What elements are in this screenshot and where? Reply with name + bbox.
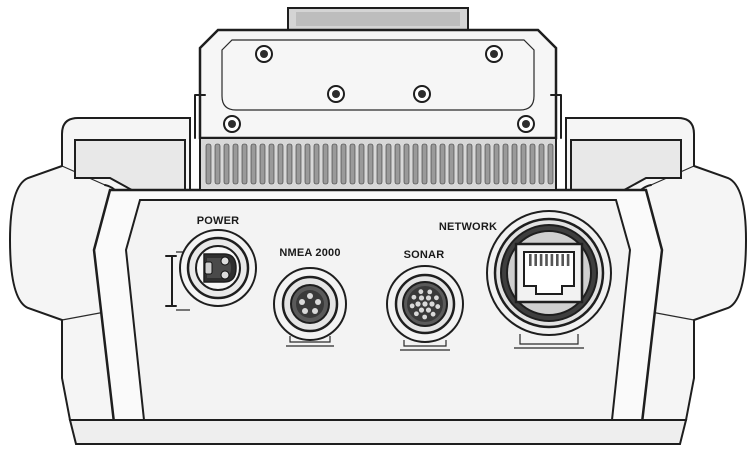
cooling-fin bbox=[466, 143, 473, 185]
nmea-connector-icon bbox=[273, 267, 347, 347]
sonar-connector-icon bbox=[386, 265, 464, 351]
cooling-fin bbox=[412, 143, 419, 185]
sonar-pin bbox=[435, 304, 441, 309]
cooling-fin bbox=[205, 143, 212, 185]
cooling-fin bbox=[304, 143, 311, 185]
cooling-fin bbox=[295, 143, 302, 185]
sonar-pin bbox=[409, 303, 415, 309]
sonar-port: SONAR bbox=[386, 249, 464, 351]
cooling-fin bbox=[430, 143, 437, 185]
cooling-fin bbox=[277, 143, 284, 185]
screw-icon bbox=[255, 45, 273, 63]
nmea2000-port: NMEA 2000 bbox=[273, 247, 347, 347]
screw-icon bbox=[485, 45, 503, 63]
cooling-fin bbox=[340, 143, 347, 185]
cooling-fin bbox=[493, 143, 500, 185]
cooling-fin bbox=[286, 143, 293, 185]
rj45-network-icon bbox=[486, 210, 612, 349]
sonar-pin bbox=[434, 295, 439, 301]
sonar-pin bbox=[425, 307, 432, 313]
bracket-screws bbox=[223, 45, 535, 133]
power-port: POWER bbox=[165, 215, 257, 311]
cooling-fin bbox=[376, 143, 383, 185]
cooling-fin bbox=[241, 143, 248, 185]
cooling-fin bbox=[448, 143, 455, 185]
cooling-fin bbox=[457, 143, 464, 185]
sonar-pin bbox=[429, 301, 435, 307]
rj45-contact bbox=[529, 254, 532, 266]
sonar-pin bbox=[425, 295, 432, 301]
rj45-contact bbox=[556, 254, 559, 266]
sonar-pin bbox=[430, 311, 436, 317]
screw-icon bbox=[517, 115, 535, 133]
cooling-fin bbox=[547, 143, 554, 185]
rj45-contact bbox=[539, 254, 543, 266]
sonar-pin bbox=[418, 289, 424, 295]
screw-icon bbox=[327, 85, 345, 103]
rj45-contact bbox=[561, 254, 564, 266]
cooling-fin bbox=[511, 143, 518, 185]
cooling-fin bbox=[268, 143, 275, 185]
sonar-pin bbox=[422, 301, 428, 307]
cooling-fin bbox=[502, 143, 509, 185]
nmea2000-label: NMEA 2000 bbox=[279, 247, 340, 259]
cooling-fin bbox=[484, 143, 491, 185]
rj45-contact bbox=[545, 254, 548, 266]
sonar-pin bbox=[411, 294, 417, 300]
rj45-contact bbox=[550, 254, 554, 266]
cooling-fin bbox=[322, 143, 329, 185]
cooling-fin bbox=[259, 143, 266, 185]
sonar-pin bbox=[418, 307, 425, 313]
cooling-fin bbox=[385, 143, 392, 185]
sonar-pin bbox=[418, 295, 425, 301]
rj45-contact bbox=[566, 254, 570, 266]
cooling-fin bbox=[214, 143, 221, 185]
cooling-fin bbox=[394, 143, 401, 185]
cooling-fin bbox=[349, 143, 356, 185]
mount-bracket bbox=[194, 7, 562, 140]
cooling-fin bbox=[367, 143, 374, 185]
cooling-fin bbox=[358, 143, 365, 185]
cooling-fin bbox=[250, 143, 257, 185]
cooling-fin bbox=[475, 143, 482, 185]
sonar-pin bbox=[422, 314, 428, 320]
cooling-fin bbox=[529, 143, 536, 185]
cooling-fin bbox=[313, 143, 320, 185]
cooling-fin bbox=[403, 143, 410, 185]
cooling-fin bbox=[421, 143, 428, 185]
cooling-fin bbox=[331, 143, 338, 185]
sonar-pin bbox=[427, 289, 433, 295]
cooling-fins bbox=[199, 137, 557, 191]
cooling-fin bbox=[223, 143, 230, 185]
cooling-fin bbox=[439, 143, 446, 185]
network-label: NETWORK bbox=[439, 221, 497, 233]
sonar-pin bbox=[415, 301, 421, 307]
screw-icon bbox=[413, 85, 431, 103]
screw-icon bbox=[223, 115, 241, 133]
power-connector-icon bbox=[165, 229, 257, 311]
network-port: NETWORK bbox=[439, 210, 612, 349]
cooling-fin bbox=[520, 143, 527, 185]
cooling-fin bbox=[232, 143, 239, 185]
cooling-fin bbox=[538, 143, 545, 185]
sonar-pin bbox=[413, 311, 419, 317]
power-label: POWER bbox=[197, 215, 240, 227]
rj45-contact bbox=[534, 254, 537, 266]
sonar-label: SONAR bbox=[404, 249, 445, 261]
